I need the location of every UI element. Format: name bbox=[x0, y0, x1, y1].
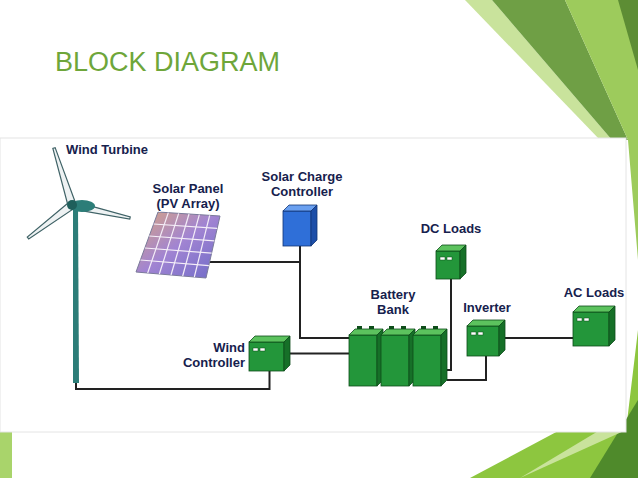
wire-connector bbox=[290, 353, 349, 355]
box-side bbox=[311, 205, 317, 246]
indicator-light bbox=[577, 318, 582, 321]
component-block: Inverter bbox=[457, 300, 517, 356]
component-label: Wind Turbine bbox=[66, 142, 166, 157]
indicator-light bbox=[440, 257, 445, 260]
turbine-tower bbox=[73, 206, 79, 383]
pv-grid-line bbox=[140, 260, 208, 266]
box-symbol bbox=[436, 245, 466, 279]
slide-accent bbox=[618, 0, 638, 70]
pv-grid-line bbox=[149, 236, 214, 241]
component-label: AC Loads bbox=[556, 285, 632, 300]
indicator-light bbox=[447, 257, 452, 260]
box-symbol bbox=[467, 320, 505, 356]
node-label-box: Solar Panel (PV Array) bbox=[146, 181, 230, 211]
turbine-hub bbox=[67, 200, 77, 210]
component-label: Battery Bank bbox=[362, 287, 424, 317]
box-front bbox=[413, 335, 441, 386]
indicator-light bbox=[478, 332, 483, 335]
turbine-symbol bbox=[20, 140, 138, 383]
indicator-light bbox=[584, 318, 589, 321]
component-block: AC Loads bbox=[556, 285, 632, 346]
box-side bbox=[284, 336, 290, 371]
battery-symbol bbox=[349, 326, 447, 386]
box-side bbox=[609, 306, 615, 346]
node-label-box: Inverter bbox=[457, 300, 517, 315]
box-top bbox=[467, 320, 505, 326]
wire-connector bbox=[505, 337, 573, 339]
box-front bbox=[436, 251, 460, 279]
node-label-box: Wind Controller bbox=[173, 340, 245, 370]
component-block: Battery Bank bbox=[349, 287, 447, 386]
pv-grid-line bbox=[148, 213, 169, 273]
image-panel bbox=[0, 138, 626, 432]
box-front bbox=[249, 342, 284, 371]
wire-connector bbox=[300, 246, 349, 338]
panel-symbol bbox=[136, 212, 220, 278]
box-front bbox=[573, 312, 609, 346]
indicator-light bbox=[471, 332, 476, 335]
component-label: Inverter bbox=[457, 300, 517, 315]
wire-connector bbox=[447, 356, 486, 380]
indicator-light bbox=[260, 348, 265, 351]
component-block: DC Loads bbox=[411, 221, 491, 279]
pv-grid-line bbox=[145, 248, 212, 253]
wire-connector bbox=[210, 246, 300, 262]
component-block: Solar Panel (PV Array) bbox=[136, 181, 230, 278]
pv-array bbox=[136, 212, 220, 278]
indicator-light bbox=[253, 348, 258, 351]
pv-grid-line bbox=[154, 224, 218, 228]
box-symbol bbox=[249, 336, 290, 371]
component-label: Solar Charge Controller bbox=[252, 169, 352, 199]
slide-accent bbox=[520, 430, 626, 478]
box-top bbox=[573, 306, 615, 312]
wire-connector bbox=[76, 371, 270, 389]
box-side bbox=[441, 329, 447, 386]
box-top bbox=[249, 336, 290, 342]
component-label: Solar Panel (PV Array) bbox=[146, 181, 230, 211]
wire-connector bbox=[447, 279, 451, 370]
node-label-box: Solar Charge Controller bbox=[252, 169, 352, 199]
pv-grid-line bbox=[159, 213, 178, 274]
component-label: DC Loads bbox=[411, 221, 491, 236]
pv-grid-line bbox=[171, 214, 189, 275]
box-symbol bbox=[283, 205, 317, 246]
component-block: Wind Controller bbox=[173, 336, 290, 371]
pv-grid-line bbox=[194, 215, 209, 277]
node-label-box: Wind Turbine bbox=[66, 142, 166, 157]
box-front bbox=[381, 335, 409, 386]
node-label-box: DC Loads bbox=[411, 221, 491, 236]
box-symbol bbox=[573, 306, 615, 346]
node-label-box: Battery Bank bbox=[362, 287, 424, 317]
turbine-blade bbox=[27, 202, 74, 239]
box-front bbox=[349, 335, 377, 386]
box-side bbox=[499, 320, 505, 356]
box-side bbox=[460, 245, 466, 279]
node-label-box: AC Loads bbox=[556, 285, 632, 300]
box-front bbox=[283, 211, 311, 246]
component-label: Wind Controller bbox=[173, 340, 245, 370]
slide-title: BLOCK DIAGRAM bbox=[55, 47, 280, 78]
component-block: Solar Charge Controller bbox=[252, 169, 352, 246]
box-front bbox=[467, 326, 499, 356]
